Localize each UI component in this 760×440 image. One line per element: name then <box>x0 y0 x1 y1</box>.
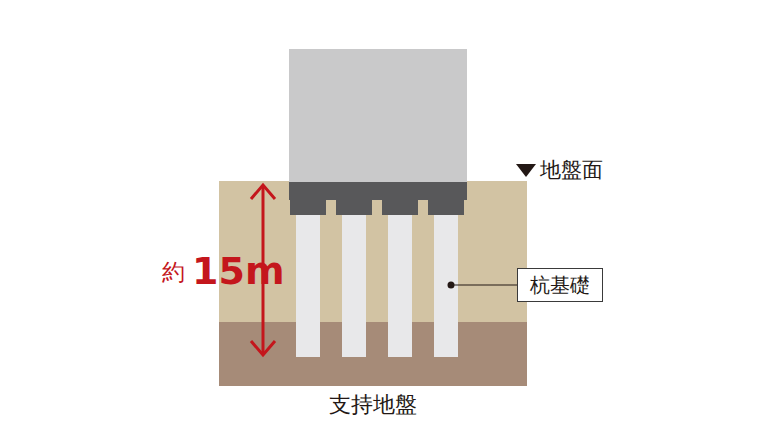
bearing-stratum-label: 支持地盤 <box>329 394 417 416</box>
bearing-stratum <box>219 322 527 386</box>
piles <box>296 215 458 357</box>
ground-level-label: 地盤面 <box>540 160 603 181</box>
depth-dimension: 15m <box>192 252 284 290</box>
pile-caps <box>290 199 464 215</box>
leader-line <box>451 284 517 285</box>
building <box>289 49 467 183</box>
approx-label: 約 <box>162 261 185 284</box>
callout-text: 杭基礎 <box>530 275 590 295</box>
foundation-slab <box>289 182 467 200</box>
ground-level-mark <box>516 164 536 177</box>
callout-box: 杭基礎 <box>517 268 603 302</box>
